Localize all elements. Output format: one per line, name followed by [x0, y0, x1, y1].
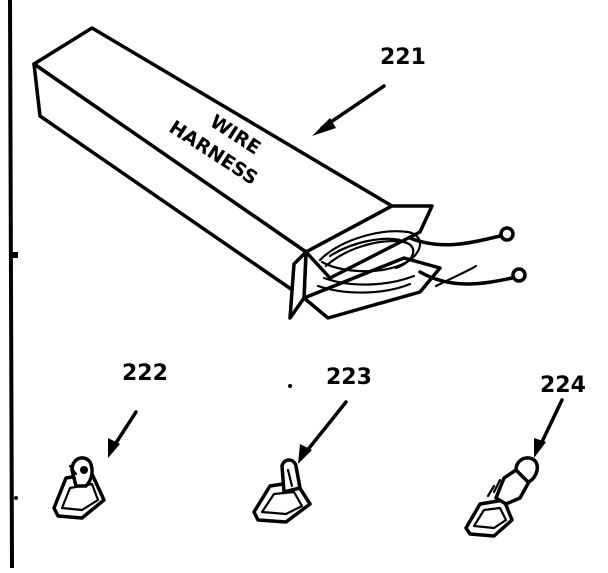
- speck-mark: [14, 496, 18, 500]
- terminal-224: [464, 456, 540, 538]
- arrowhead-icon: [312, 118, 336, 136]
- callout-number-222: 222: [122, 361, 168, 386]
- callout-number-221: 221: [380, 45, 426, 70]
- callout-222: 222: [108, 361, 168, 458]
- callout-number-224: 224: [540, 373, 586, 398]
- callout-number-223: 223: [326, 365, 372, 390]
- arrowhead-icon: [108, 438, 120, 458]
- arrowhead-icon: [298, 444, 312, 464]
- callout-224: 224: [534, 373, 586, 458]
- terminal-222: [52, 456, 106, 520]
- dot-mark: [288, 384, 292, 388]
- terminal-223: [252, 458, 312, 524]
- callout-223: 223: [298, 365, 372, 464]
- arrowhead-icon: [534, 438, 546, 458]
- left-border-line: [8, 0, 18, 569]
- callout-221: 221: [312, 45, 426, 136]
- coiled-wires: [316, 226, 527, 294]
- wire-harness-box: [32, 26, 442, 320]
